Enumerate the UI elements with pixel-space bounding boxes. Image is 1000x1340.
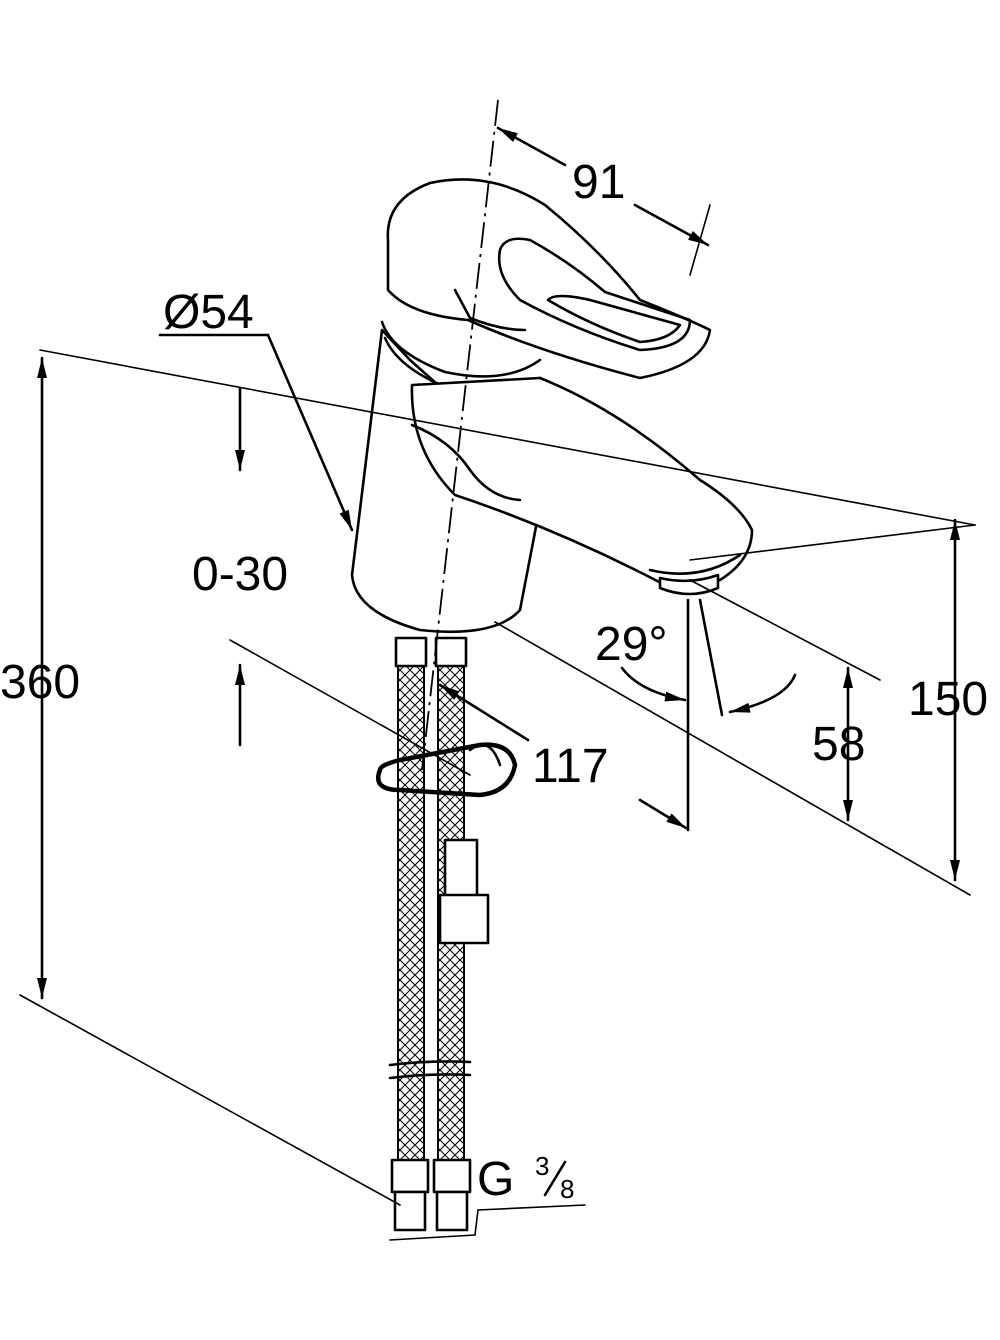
center-line bbox=[421, 99, 499, 771]
label-29-degrees: 29° bbox=[595, 618, 668, 671]
supply-hoses bbox=[376, 636, 518, 1232]
label-360: 360 bbox=[0, 656, 80, 709]
label-diameter-54: Ø54 bbox=[163, 286, 254, 339]
dimension-labels: 91 Ø54 0-30 360 117 29° 58 150 G 3 8 bbox=[0, 156, 988, 1206]
label-0-30: 0-30 bbox=[192, 548, 288, 601]
label-thread-letter: G bbox=[477, 1153, 514, 1206]
label-thread-size: G 3 8 bbox=[477, 1151, 574, 1206]
label-117: 117 bbox=[532, 740, 609, 793]
label-150: 150 bbox=[908, 673, 988, 726]
extension-lines bbox=[19, 204, 976, 1241]
label-thread-numerator: 3 bbox=[535, 1151, 549, 1181]
label-58: 58 bbox=[812, 718, 865, 771]
faucet-body bbox=[350, 178, 754, 634]
dimension-lines bbox=[37, 126, 960, 1000]
label-thread-denominator: 8 bbox=[560, 1174, 574, 1204]
label-91: 91 bbox=[572, 156, 625, 209]
